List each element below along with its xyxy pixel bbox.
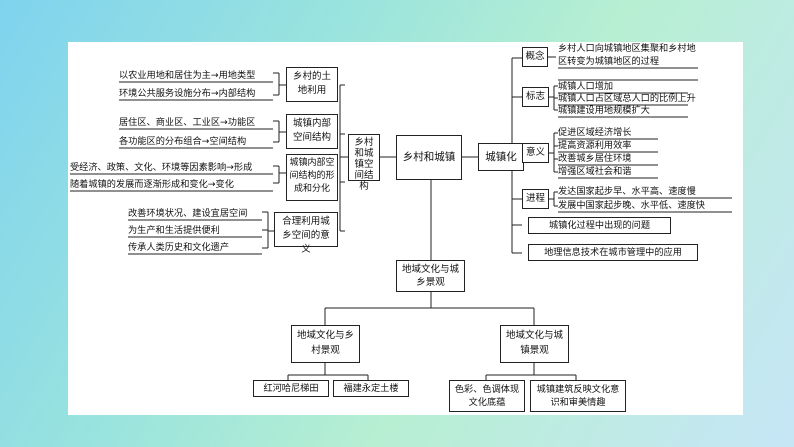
land-use-label: 乡村的土地利用 [292, 71, 331, 96]
rural-example-2: 福建永定土楼 [333, 380, 409, 397]
meaning-item-2: 提高资源利用效率 [558, 140, 632, 151]
indicator-tag: 标志 [522, 87, 549, 107]
structure-node: 乡村和城镇空间结构 [348, 134, 380, 192]
connector-meaning [549, 132, 558, 173]
internal-item-2: 各功能区的分布组合→空间结构 [119, 136, 247, 147]
rural-landscape-node: 地域文化与乡村景观 [291, 325, 360, 363]
internal-item-1: 居住区、商业区、工业区→功能区 [119, 117, 256, 128]
urbanization-node: 城镇化 [478, 143, 524, 171]
root-label: 乡村和城镇 [402, 151, 456, 163]
process-item-1: 发达国家起步早、水平高、速度慢 [558, 186, 696, 197]
significance-node: 合理利用城乡空间的意义 [274, 212, 338, 255]
indicator-item-3: 城镇建设用地规模扩大 [558, 105, 650, 116]
indicator-item-2: 城镇人口占区域总人口的比例上升 [558, 93, 696, 104]
connector-formation-bracket [273, 165, 286, 184]
urban-landscape-node: 地域文化与城镇景观 [500, 325, 569, 363]
connector-indicator [549, 85, 558, 111]
meaning-item-3: 改善城乡居住环境 [558, 153, 632, 164]
connector-process [549, 191, 558, 207]
internal-structure-label: 城镇内部空间结构 [292, 118, 331, 143]
formation-item-1: 受经济、政策、文化、环境等因素影响→形成 [70, 162, 253, 173]
indicator-item-1: 城镇人口增加 [558, 81, 614, 92]
formation-label: 城镇内部空间结构的形成和分化 [289, 158, 335, 194]
landscape-label: 地域文化与城乡景观 [401, 264, 459, 288]
root-node: 乡村和城镇 [396, 135, 462, 180]
landscape-node: 地域文化与城乡景观 [396, 260, 465, 292]
land-use-node: 乡村的土地利用 [286, 67, 338, 102]
gis-node: 地理信息技术在城市管理中的应用 [528, 244, 698, 261]
connector-significance-bracket [262, 211, 274, 249]
meaning-item-1: 促进区域经济增长 [558, 127, 632, 138]
internal-structure-node: 城镇内部空间结构 [286, 114, 338, 149]
land-use-item-1: 以农业用地和居住为主→用地类型 [119, 70, 256, 81]
connector-structure-bracket [339, 84, 348, 232]
connector-urban-examples [485, 363, 577, 380]
significance-item-2: 为生产和生活提供便利 [128, 225, 220, 236]
connector-land-use-bracket [273, 72, 286, 96]
formation-node: 城镇内部空间结构的形成和分化 [286, 154, 338, 201]
land-use-item-2: 环境公共服务设施分布→内部结构 [119, 88, 256, 99]
significance-item-3: 传承人类历史和文化遗产 [128, 242, 230, 253]
connector-rural-examples [287, 363, 369, 380]
process-item-2: 发展中国家起步晚、水平低、速度快 [558, 200, 705, 211]
formation-item-2: 随着城镇的发展而逐渐形成和变化→变化 [70, 179, 234, 190]
problems-node: 城镇化过程中出现的问题 [528, 217, 671, 234]
urban-example-1: 色彩、色调体现文化底蕴 [449, 380, 525, 412]
concept-tag: 概念 [522, 47, 548, 67]
mind-map-card: 乡村和城镇 乡村和城镇空间结构 乡村的土地利用 以农业用地和居住为主→用地类型 … [68, 42, 743, 415]
urbanization-label: 城镇化 [485, 151, 517, 163]
urban-example-2: 城镇建筑反映文化意识和审美情趣 [530, 380, 626, 412]
significance-item-1: 改善环境状况、建设宜居空间 [128, 208, 248, 219]
connector-internal-bracket [273, 120, 286, 143]
connector-landscape-tree [324, 292, 535, 325]
concept-text: 乡村人口向城镇地区集聚和乡村地区转变为城镇地区的过程 [558, 43, 696, 67]
structure-label: 乡村和城镇空间结构 [354, 137, 374, 192]
significance-label: 合理利用城乡空间的意义 [282, 216, 330, 255]
rural-example-1: 红河哈尼梯田 [253, 380, 329, 397]
process-tag: 进程 [522, 189, 549, 209]
meaning-item-4: 增强区域社会和谐 [558, 166, 632, 177]
urban-landscape-label: 地域文化与城镇景观 [505, 330, 563, 356]
rural-landscape-label: 地域文化与乡村景观 [296, 330, 354, 356]
meaning-tag: 意义 [522, 143, 549, 163]
